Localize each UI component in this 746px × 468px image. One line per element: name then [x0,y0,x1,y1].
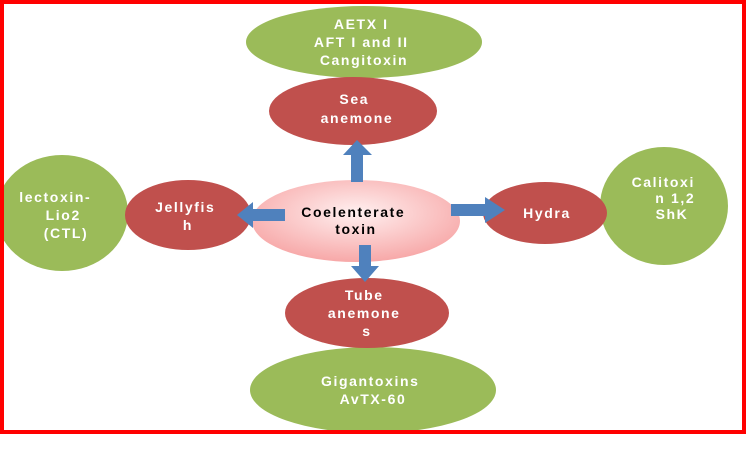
group-node-tube-anemone [285,278,449,348]
toxin-label-sea-anemone: AETX I AFT I and II Cangitoxin [314,16,414,68]
group-label-sea-anemone: Sea anemone [321,91,394,126]
diagram-frame: AETX I AFT I and II Cangitoxin Sea anemo… [0,0,746,434]
toxin-label-hydra: Calitoxi n 1,2 ShK [632,174,701,222]
group-node-jellyfish [125,180,251,250]
toxin-node-hydra [600,147,728,265]
group-label-tube-anemone: Tube anemone s [328,287,406,339]
toxin-node-jellyfish [4,155,128,271]
center-label: Coelenterate toxin [301,204,411,237]
arrow-down-icon [351,245,379,282]
diagram-canvas: AETX I AFT I and II Cangitoxin Sea anemo… [4,6,728,430]
toxin-node-sea-anemone [246,6,482,78]
group-label-jellyfish: Jellyfis h [155,199,221,233]
group-node-hydra [483,182,607,244]
group-label-hydra: Hydra [523,205,571,221]
group-node-sea-anemone [269,77,437,145]
center-node [252,180,460,262]
toxin-node-tube-anemone [250,347,496,430]
arrow-left-icon [237,202,285,228]
arrow-up-icon [343,140,372,182]
toxin-label-tube-anemone: Gigantoxins AvTX-60 [321,373,425,407]
toxin-label-jellyfish: lectoxin- Lio2 (CTL) [19,189,96,241]
arrow-right-icon [451,197,505,223]
